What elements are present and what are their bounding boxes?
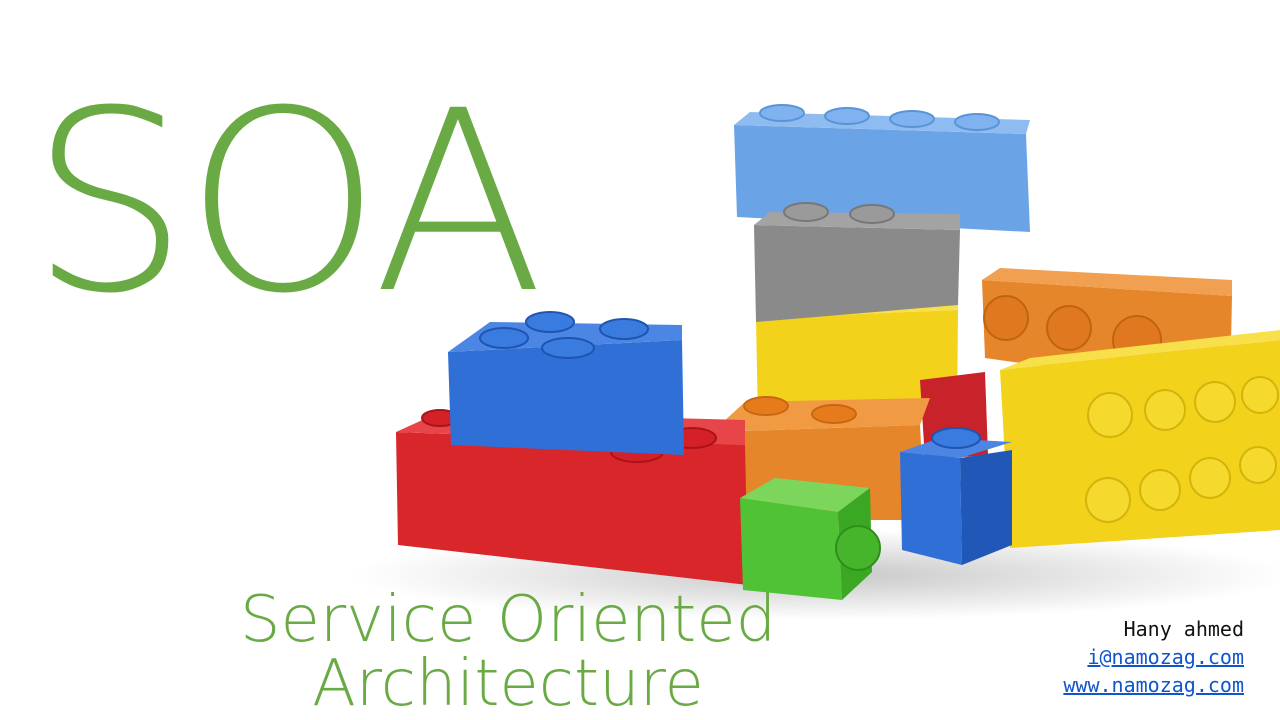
subtitle-line-2: Architecture (312, 647, 704, 720)
blue-brick-large (448, 311, 684, 455)
green-brick (740, 478, 881, 600)
gray-brick (754, 202, 960, 322)
yellow-brick-right (1000, 330, 1280, 548)
light-blue-brick (734, 104, 1030, 232)
website-link[interactable]: www.namozag.com (1063, 673, 1244, 697)
subtitle-line-1: Service Oriented (239, 583, 777, 657)
email-link[interactable]: i@namozag.com (1087, 645, 1244, 669)
slide-title: SOA (30, 57, 544, 348)
blue-brick-small (900, 427, 1012, 565)
author-name: Hany ahmed (1123, 617, 1244, 641)
slide-subtitle: Service Oriented Architecture (228, 588, 788, 716)
author-info: Hany ahmed i@namozag.com www.namozag.com (1063, 615, 1244, 699)
